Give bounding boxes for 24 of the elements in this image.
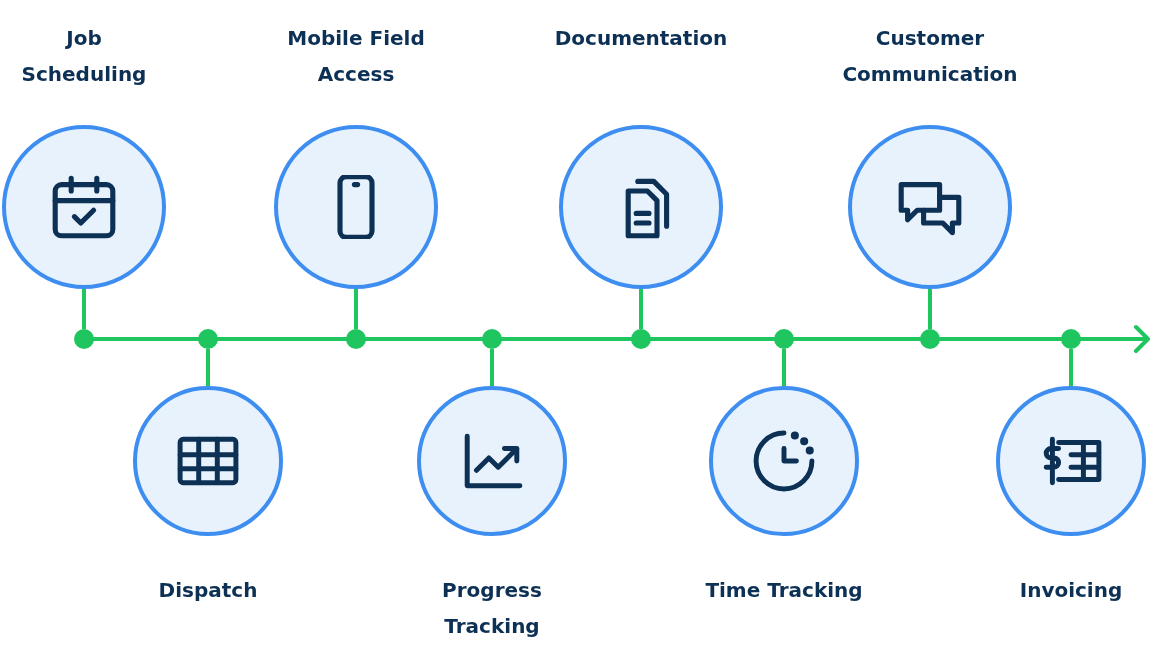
timeline-dot: [1061, 329, 1081, 349]
timeline-dot: [920, 329, 940, 349]
connector-line: [782, 349, 786, 386]
connector-line: [928, 289, 932, 329]
connector-line: [639, 289, 643, 329]
timeline-dot: [774, 329, 794, 349]
feature-heading: Dispatch: [158, 577, 258, 604]
feature-heading: Job Scheduling: [20, 25, 148, 88]
feature-heading: Time Tracking: [705, 577, 863, 604]
feature-heading: Customer Communication: [841, 25, 1019, 88]
connector-line: [206, 349, 210, 386]
feature-heading: Documentation: [554, 25, 728, 52]
timeline-dot: [198, 329, 218, 349]
connector-line: [82, 289, 86, 329]
feature-heading: Invoicing: [1019, 577, 1123, 604]
timeline-dot: [74, 329, 94, 349]
connector-line: [1069, 349, 1073, 386]
timeline-dot: [346, 329, 366, 349]
feature-heading: Progress Tracking: [441, 577, 543, 640]
timeline-dot: [631, 329, 651, 349]
connector-line: [490, 349, 494, 386]
timeline-dot: [482, 329, 502, 349]
connector-line: [354, 289, 358, 329]
feature-heading: Mobile Field Access: [286, 25, 426, 88]
